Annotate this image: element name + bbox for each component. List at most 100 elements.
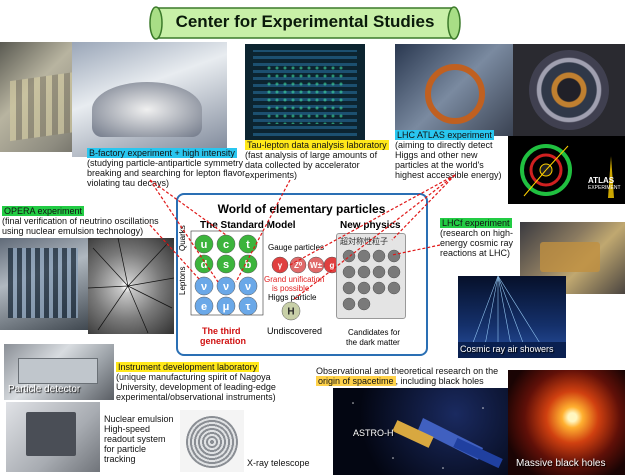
lhcf-text: LHCf experiment (research on high-energy…: [440, 218, 520, 258]
susy-particle-2-2: [372, 281, 386, 295]
observational-highlight: origin of spacetime: [316, 376, 396, 386]
opera-detector-photo: [0, 238, 88, 330]
svg-text:τ: τ: [246, 301, 251, 313]
susy-particle-2-0: [342, 281, 356, 295]
new-physics-label: New physics: [340, 220, 401, 231]
particles-panel: World of elementary particles The Standa…: [176, 193, 428, 356]
blackholes-label: Massive black holes: [516, 458, 606, 469]
svg-text:t: t: [246, 239, 250, 251]
atlas-logo-sub: EXPERIMENT: [588, 185, 621, 191]
higgs-ball: H: [281, 301, 301, 321]
bfactory-body: (studying particle-antiparticle symmetry…: [87, 158, 246, 188]
page-title: Center for Experimental Studies: [175, 12, 435, 31]
particle-detector-label: Particle detector: [8, 384, 81, 395]
svg-text:u: u: [201, 239, 208, 251]
arrow-opera-neutrino: [149, 224, 201, 281]
grand-label-1: Grand unification: [264, 275, 325, 284]
atlas-logo-text: ATLAS: [588, 176, 615, 185]
svg-text:e: e: [201, 301, 207, 313]
svg-text:c: c: [223, 239, 229, 251]
black-hole-photo: Massive black holes: [508, 370, 625, 475]
susy-particle-0-1: [357, 249, 371, 263]
susy-particle-1-0: [342, 265, 356, 279]
higgs-label: Higgs particle: [268, 293, 317, 302]
air-shower-svg: [458, 276, 566, 358]
tau-text: Tau-lepton data analysis laboratory (fas…: [245, 140, 395, 180]
susy-particle-2-1: [357, 281, 371, 295]
lhc-detector-photo-left: [395, 44, 513, 136]
susy-box: 超対称性粒子: [336, 233, 406, 319]
susy-particle-0-2: [372, 249, 386, 263]
susy-particle-1-2: [372, 265, 386, 279]
opera-text: OPERA experiment (final verification of …: [2, 206, 178, 236]
xray-label: X-ray telescope: [247, 458, 310, 468]
opera-heading: OPERA experiment: [2, 206, 85, 216]
candidates-label-2: the dark matter: [346, 338, 400, 347]
lepton-0: e: [194, 296, 214, 316]
tau-body: (fast analysis of large amounts of data …: [245, 150, 378, 180]
susy-particle-3-0: [342, 297, 356, 311]
arrow-bfactory-leptons: [149, 179, 219, 283]
gauge-label: Gauge particles: [268, 243, 325, 252]
instrument-text: Instrument development laboratory (uniqu…: [116, 362, 286, 402]
opera-body: (final verification of neutrino oscillat…: [2, 216, 159, 236]
emulsion-readout-photo: [6, 402, 100, 472]
astro-h-label: ASTRO-H: [353, 428, 394, 438]
susy-particle-3-1: [357, 297, 371, 311]
cosmic-ray-photo: Cosmic ray air showers: [458, 276, 566, 358]
cosmic-label: Cosmic ray air showers: [460, 344, 554, 354]
emulsion-tracks-svg: [88, 238, 174, 334]
lhc-text: LHC ATLAS experiment (aiming to directly…: [395, 130, 507, 180]
svg-text:ν: ν: [245, 281, 251, 293]
atlas-event-display: ATLAS EXPERIMENT: [508, 136, 625, 204]
lhcf-heading: LHCf experiment: [440, 218, 512, 228]
neutrino-1: ν: [216, 276, 236, 296]
gauge-0: γ: [271, 256, 289, 274]
svg-text:γ: γ: [278, 261, 283, 270]
world-title: World of elementary particles: [217, 202, 386, 216]
undiscovered-label: Undiscovered: [267, 326, 323, 336]
susy-particle-1-1: [357, 265, 371, 279]
svg-text:μ: μ: [223, 301, 230, 313]
astro-h-photo: ASTRO-H: [333, 388, 508, 475]
satellite-svg: [352, 402, 503, 469]
neutrino-0: ν: [194, 276, 214, 296]
lhcf-body: (research on high-energy cosmic ray reac…: [440, 228, 514, 258]
svg-text:ν: ν: [223, 281, 229, 293]
neutrino-2: ν: [238, 276, 258, 296]
lhcf-photo: [520, 222, 625, 294]
quark-s: s: [216, 254, 236, 274]
arrow-lhc-grand: [289, 174, 456, 266]
arrow-bfactory-quarks: [149, 179, 227, 236]
susy-particle-1-3: [387, 265, 401, 279]
quark-t: t: [238, 234, 258, 254]
tau-computer-photo: [245, 44, 365, 142]
emulsion-label: Nuclear emulsion High-speed readout syst…: [104, 414, 174, 464]
particle-detector-photo: Particle detector: [4, 344, 114, 400]
instrument-heading: Instrument development laboratory: [116, 362, 260, 372]
candidates-label-1: Candidates for: [348, 328, 401, 337]
quark-u: u: [194, 234, 214, 254]
quark-b: b: [238, 254, 258, 274]
observational-text: Observational and theoretical research o…: [316, 366, 506, 386]
arrow-lhc-higgs: [292, 174, 456, 301]
bfactory-heading: B-factory experiment + high intensity: [87, 148, 237, 158]
quark-c: c: [216, 234, 236, 254]
svg-text:Z⁰: Z⁰: [294, 261, 303, 270]
lhc-body: (aiming to directly detect Higgs and oth…: [395, 140, 502, 180]
opera-emulsion-photo: [88, 238, 174, 334]
tau-heading: Tau-lepton data analysis laboratory: [245, 140, 389, 150]
susy-balls-svg: [342, 249, 401, 311]
svg-text:ν: ν: [201, 281, 207, 293]
svg-text:b: b: [245, 259, 252, 271]
svg-text:H: H: [287, 307, 294, 318]
xray-telescope-photo: [180, 410, 244, 472]
arrow-lhcf-newphysics: [391, 244, 441, 256]
third-label-2: generation: [200, 336, 247, 346]
atlas-event-svg: [520, 144, 614, 198]
svg-text:g: g: [330, 261, 335, 270]
svg-text:s: s: [223, 259, 229, 271]
standard-model-label: The Standard Model: [200, 220, 296, 231]
arrow-lhc-newphysics: [391, 174, 456, 241]
